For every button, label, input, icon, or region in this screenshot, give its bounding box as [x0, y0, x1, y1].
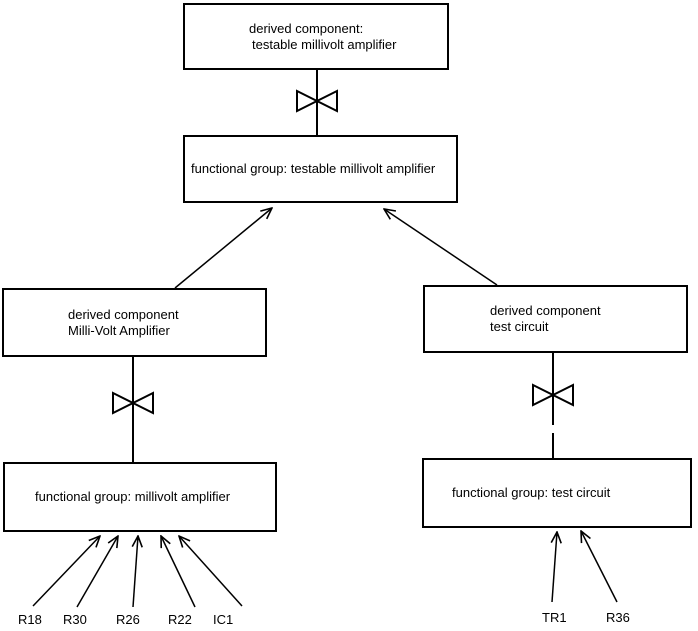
node-derived-test-circuit: derived component test circuit — [423, 285, 688, 353]
node-functional-group-test-circuit: functional group: test circuit — [422, 458, 692, 528]
leaf-label-r36: R36 — [606, 610, 630, 625]
leaf-label-tr1: TR1 — [542, 610, 567, 625]
node-functional-group-millivolt-amplifier: functional group: millivolt amplifier — [3, 462, 277, 532]
arrow-test-derived-to-top-functional — [384, 209, 498, 286]
node-label-line2: Milli-Volt Amplifier — [68, 322, 170, 338]
leaf-label-r26: R26 — [116, 612, 140, 627]
node-label: functional group: test circuit — [452, 485, 611, 500]
node-label: functional group: millivolt amplifier — [35, 489, 231, 504]
arrow-r22 — [161, 536, 196, 608]
arrow-r30 — [76, 536, 118, 608]
bowtie-icon-top — [296, 89, 338, 113]
arrow-mva-derived-to-top-functional — [174, 208, 272, 289]
arrow-ic1 — [179, 536, 243, 607]
node-functional-group-testable-millivolt-amplifier: functional group: testable millivolt amp… — [183, 135, 458, 203]
arrow-r18 — [32, 536, 100, 607]
node-label-line1: derived component — [490, 303, 601, 318]
arrow-r26 — [133, 536, 138, 608]
node-derived-testable-millivolt-amplifier: derived component: testable millivolt am… — [183, 3, 449, 70]
arrow-r36 — [581, 531, 618, 603]
leaf-label-r18: R18 — [18, 612, 42, 627]
bowtie-icon-test — [532, 383, 574, 407]
leaf-label-r22: R22 — [168, 612, 192, 627]
node-label-line2: testable millivolt amplifier — [252, 36, 397, 52]
leaf-label-r30: R30 — [63, 612, 87, 627]
node-derived-milli-volt-amplifier: derived component Milli-Volt Amplifier — [2, 288, 267, 357]
node-label-line1: derived component: — [249, 20, 364, 36]
arrow-tr1 — [552, 532, 557, 603]
node-label-line1: derived component — [68, 306, 179, 322]
leaf-label-ic1: IC1 — [213, 612, 234, 627]
node-label: functional group: testable millivolt amp… — [191, 161, 436, 176]
bowtie-icon-mva — [112, 391, 154, 415]
node-label-line2: test circuit — [490, 319, 549, 334]
